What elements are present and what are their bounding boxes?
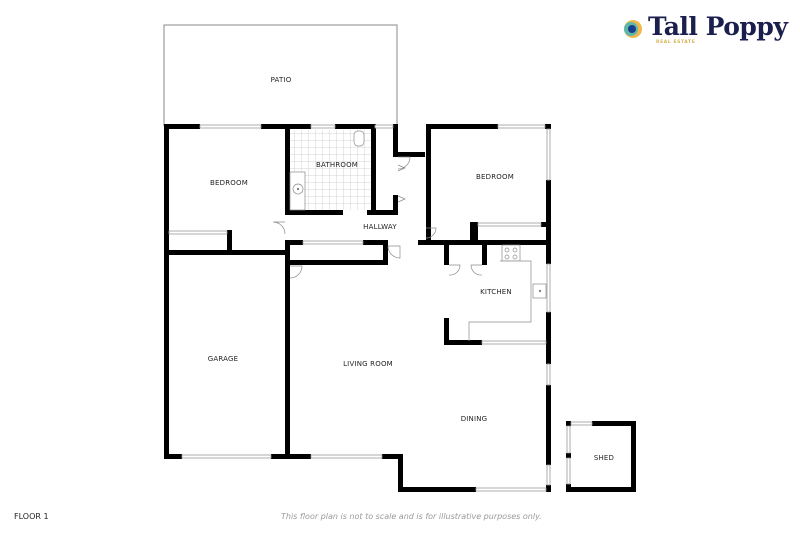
room-label-living-room: LIVING ROOM [343, 360, 393, 368]
cooktop [501, 244, 521, 262]
room-label-garage: GARAGE [208, 355, 239, 363]
room-label-patio: PATIO [271, 76, 292, 84]
toilet [353, 130, 365, 147]
fixtures [289, 130, 547, 341]
kitchen-bench [468, 260, 532, 341]
room-label-kitchen: KITCHEN [480, 288, 512, 296]
brand-tagline: REAL ESTATE [656, 40, 696, 45]
room-label-shed: SHED [594, 454, 614, 462]
room-label-dining: DINING [461, 415, 488, 423]
walls [164, 124, 636, 492]
closet-doors [397, 164, 406, 203]
room-label-hallway: HALLWAY [363, 223, 397, 231]
disclaimer-text: This floor plan is not to scale and is f… [281, 512, 542, 521]
brand-logo: Tall Poppy REAL ESTATE [622, 8, 792, 45]
brand-name: Tall Poppy [648, 12, 788, 41]
doors [272, 156, 483, 279]
windows [168, 124, 593, 492]
room-label-bedroom-2: BEDROOM [476, 173, 514, 181]
floor-label: FLOOR 1 [14, 512, 49, 521]
room-label-bedroom-1: BEDROOM [210, 179, 248, 187]
room-label-bathroom: BATHROOM [316, 161, 358, 169]
patio-area [163, 24, 398, 127]
poppy-logo-icon [624, 20, 642, 38]
